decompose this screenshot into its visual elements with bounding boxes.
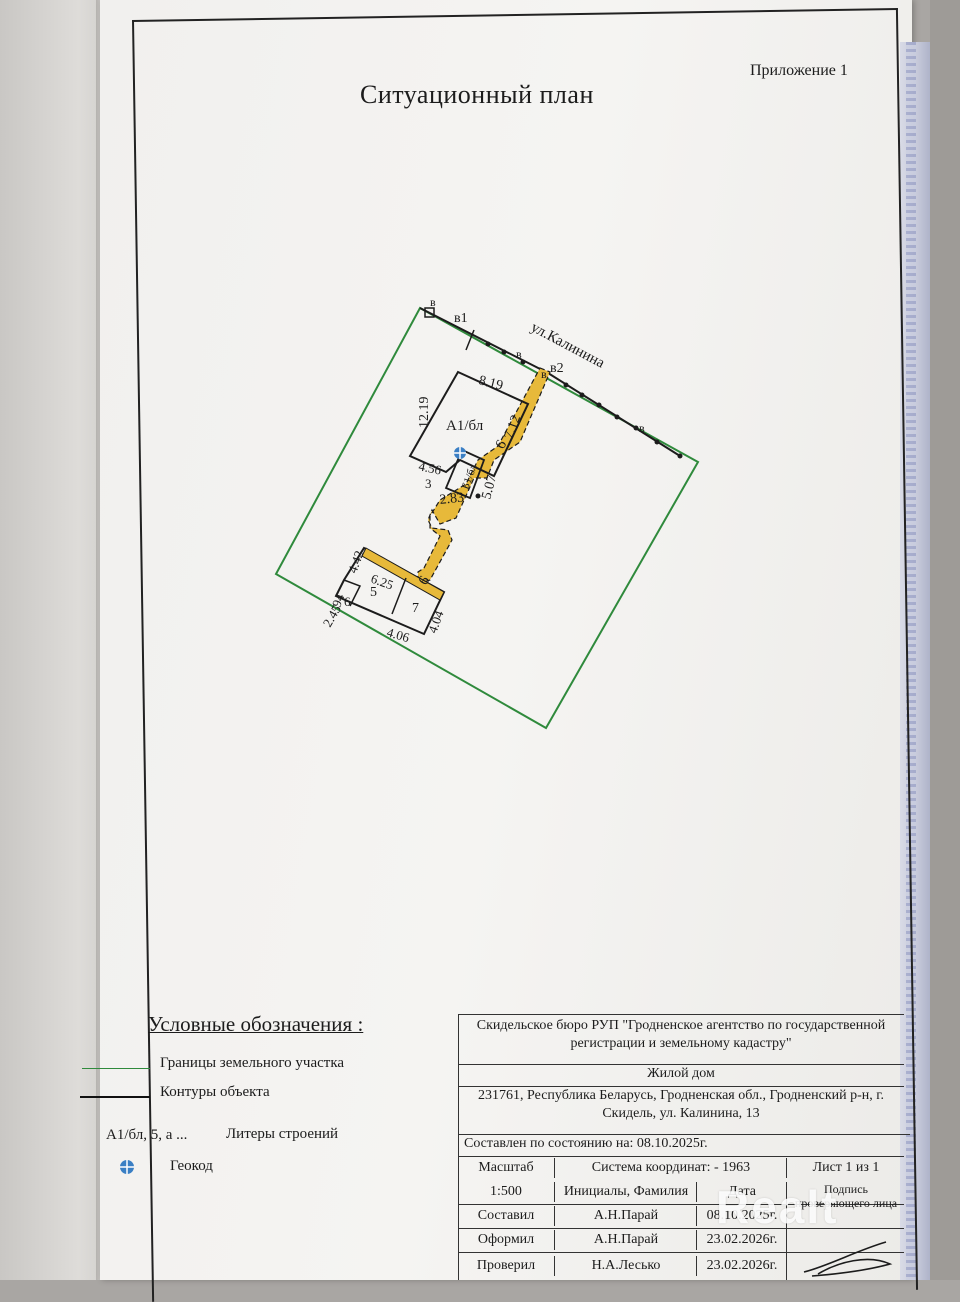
dim-a-bottom: 4.56 bbox=[417, 458, 443, 478]
binder-edge bbox=[900, 42, 930, 1280]
state-date: Составлен по состоянию на: 08.10.2025г. bbox=[458, 1134, 910, 1157]
staff-row-2 bbox=[458, 1228, 904, 1253]
date-compiled: 08.10.2025г. bbox=[696, 1206, 787, 1226]
shed-room-6: 6 bbox=[344, 594, 351, 609]
name-drafted: А.Н.Парай bbox=[554, 1230, 697, 1250]
legend-boundary-swatch bbox=[82, 1068, 150, 1069]
organization-name: Скидельское бюро РУП "Гродненское агентс… bbox=[458, 1014, 904, 1067]
dim-path-283: 2.83 bbox=[439, 490, 465, 507]
table-background bbox=[930, 0, 960, 1280]
legend-contour-swatch bbox=[80, 1096, 150, 1098]
scale-label: Масштаб bbox=[478, 1160, 534, 1175]
name-compiled: А.Н.Парай bbox=[554, 1206, 697, 1226]
role-compiled: Составил bbox=[477, 1208, 535, 1223]
staff-row-3 bbox=[458, 1252, 904, 1281]
label-well-4: в bbox=[541, 367, 547, 381]
legend-geocode-label: Геокод bbox=[170, 1158, 213, 1174]
sheet-count: Лист 1 из 1 bbox=[786, 1158, 905, 1178]
dim-small-3: 3 bbox=[425, 476, 432, 491]
shed-yellow-band bbox=[361, 547, 445, 601]
dim-shed-right: 4.04 bbox=[425, 608, 447, 635]
path-area bbox=[417, 367, 551, 585]
label-well-2: в bbox=[516, 347, 522, 361]
building-a bbox=[408, 370, 530, 478]
land-boundary bbox=[274, 306, 700, 730]
realt-watermark: Realt bbox=[716, 1181, 839, 1233]
label-b2: в2 bbox=[550, 361, 564, 376]
dim-a-left: 12.19 bbox=[417, 397, 432, 429]
legend-boundary-label: Границы земельного участка bbox=[160, 1055, 345, 1071]
date-drafted: 23.02.2026г. bbox=[696, 1230, 787, 1250]
object-name: Жилой дом bbox=[458, 1064, 904, 1087]
handwritten-signature bbox=[803, 1241, 893, 1277]
col-date: Дата bbox=[696, 1182, 787, 1202]
building-a-label: А1/бл bbox=[446, 418, 484, 434]
dim-shed-side: 94 bbox=[329, 591, 348, 609]
tick-mark bbox=[465, 329, 475, 351]
coord-system: Система координат: - 1963 bbox=[554, 1158, 787, 1178]
label-b1: в1 bbox=[454, 311, 468, 326]
dim-shed-left: 4.42 bbox=[345, 549, 367, 576]
building-b bbox=[444, 448, 486, 500]
signature-cell bbox=[786, 1228, 905, 1280]
legend-title: Условные обозначения : bbox=[148, 1012, 364, 1036]
shed-room-5: 5 bbox=[370, 585, 377, 600]
scale-value: 1:500 bbox=[490, 1184, 522, 1199]
document-sheet bbox=[100, 0, 912, 1280]
role-checked: Проверил bbox=[476, 1258, 536, 1273]
dim-path-507: 5.07 bbox=[479, 473, 500, 501]
corner-marker bbox=[424, 307, 435, 318]
shed-room-7: 7 bbox=[412, 601, 419, 616]
geocode-icon bbox=[120, 1160, 134, 1174]
dim-shed-bottom: 4.06 bbox=[385, 624, 411, 645]
label-b1-well: в bbox=[430, 295, 436, 309]
legend-letters-code: А1/бл, 5, а ... bbox=[106, 1127, 188, 1143]
name-checked: Н.А.Лесько bbox=[554, 1256, 697, 1276]
col-signature: Подпись проверяющего лица bbox=[786, 1182, 905, 1228]
dim-shed-top: 6.25 bbox=[369, 571, 396, 593]
left-page bbox=[0, 0, 112, 1280]
street-name: ул.Калинина bbox=[528, 319, 607, 371]
scale-row bbox=[458, 1156, 904, 1187]
col-initials: Инициалы, Фамилия bbox=[554, 1182, 697, 1202]
role-drafted: Оформил bbox=[477, 1232, 535, 1247]
date-checked: 23.02.2026г. bbox=[696, 1256, 787, 1276]
legend-letters-label: Литеры строений bbox=[226, 1126, 339, 1142]
object-address: 231761, Республика Беларусь, Гродненская… bbox=[458, 1086, 904, 1135]
street-posts bbox=[485, 341, 683, 459]
staff-row-1 bbox=[458, 1204, 904, 1229]
page-title: Ситуационный план bbox=[360, 80, 594, 109]
dim-a-top: 8.19 bbox=[477, 373, 504, 393]
label-well-3: в bbox=[639, 421, 645, 435]
geocode-marker-icon bbox=[454, 447, 466, 459]
appendix-label: Приложение 1 bbox=[750, 62, 848, 79]
legend-contour-label: Контуры объекта bbox=[160, 1084, 270, 1100]
title-block: Скидельское бюро РУП "Гродненское агентс… bbox=[458, 1014, 910, 1281]
